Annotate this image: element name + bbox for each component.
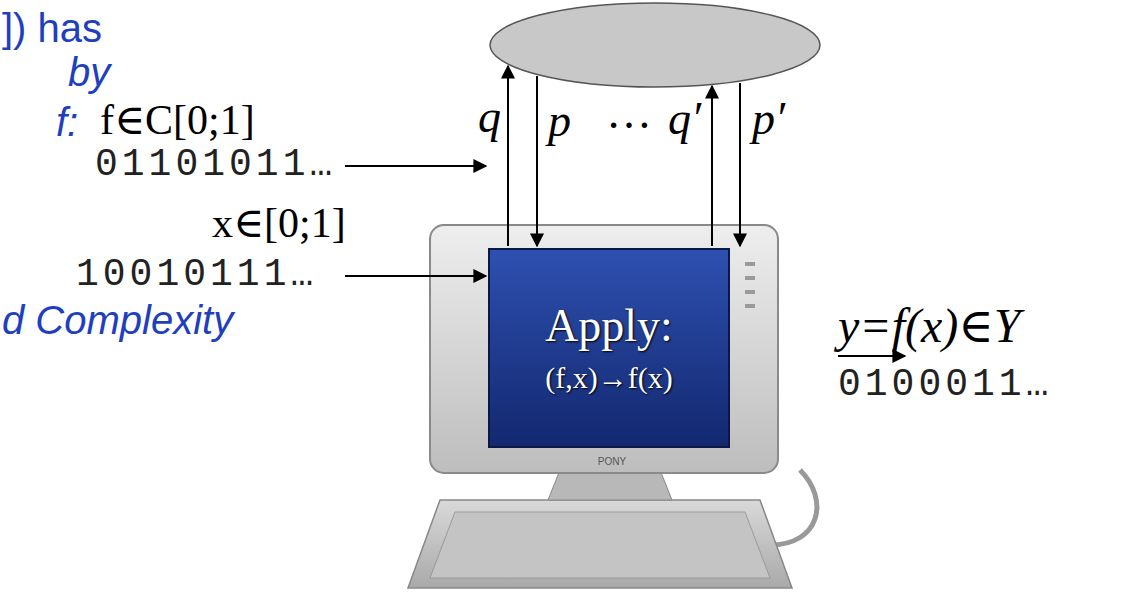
slide-text: by — [68, 50, 110, 94]
slide-text: f: — [56, 100, 78, 144]
brand-mark: PONY — [592, 456, 632, 467]
oracle-ellipse — [490, 3, 820, 87]
bit-string: 0100011… — [838, 364, 1052, 406]
ellipsis: … — [606, 88, 652, 139]
answer-arrow — [536, 76, 538, 246]
query-arrow — [507, 66, 509, 246]
output-arrow — [838, 355, 905, 357]
keyboard-keys — [430, 512, 770, 578]
monitor-bezel — [430, 225, 778, 473]
answer-label: p — [548, 96, 571, 147]
answer-arrow — [739, 83, 741, 246]
input-arrow — [345, 275, 486, 277]
monitor-led — [745, 262, 755, 266]
math-text: f∈C[0;1] — [100, 97, 255, 143]
bit-string: 01101011… — [95, 144, 336, 186]
screen-heading: Apply: — [545, 300, 673, 353]
monitor-led — [745, 304, 755, 308]
computer-screen: Apply: (f,x)→f(x) — [488, 248, 730, 448]
query-arrow — [711, 86, 713, 246]
cable — [770, 470, 817, 545]
slide-text: ]) has — [2, 6, 102, 50]
slide-text: d Complexity — [2, 298, 233, 342]
input-arrow — [345, 165, 486, 167]
monitor-stand — [548, 470, 672, 500]
bit-string: 10010111… — [76, 254, 317, 296]
query-label: q′ — [668, 94, 701, 145]
math-text: x∈[0;1] — [212, 200, 346, 246]
monitor-led — [745, 276, 755, 280]
output-text: y=f(x)∈Y — [838, 300, 1021, 353]
answer-label: p′ — [752, 94, 785, 145]
screen-formula: (f,x)→f(x) — [545, 361, 672, 396]
monitor-led — [745, 290, 755, 294]
keyboard — [408, 500, 792, 588]
query-label: q — [478, 92, 501, 143]
